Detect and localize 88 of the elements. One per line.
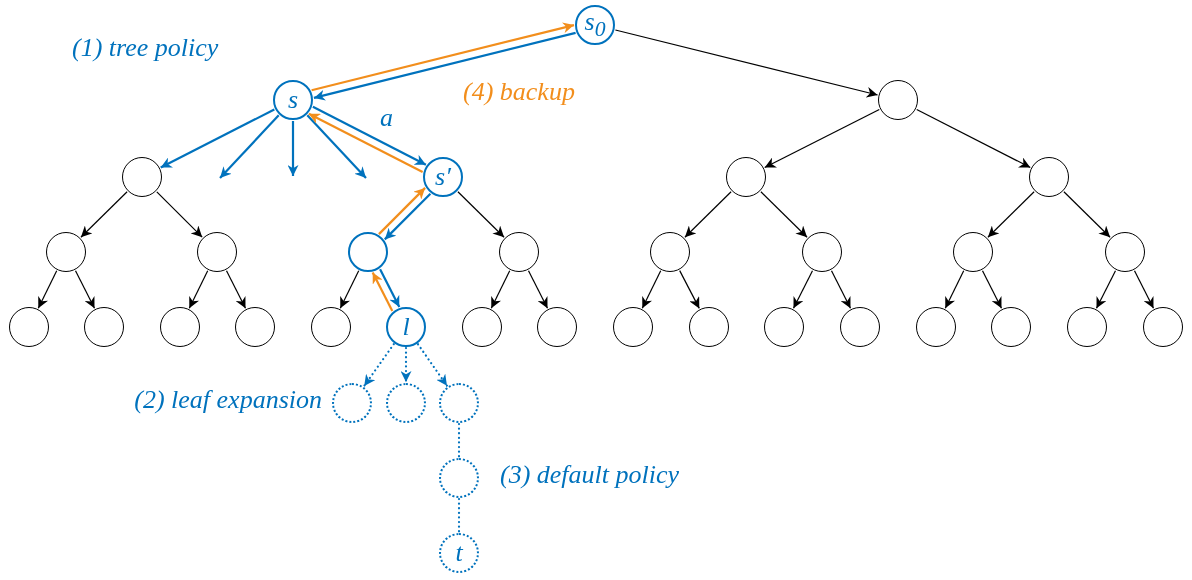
empty-state-circle [439, 458, 479, 498]
arrow [830, 270, 852, 309]
empty-state-circle [1143, 307, 1183, 347]
empty-state-circle [916, 307, 956, 347]
arrow [614, 29, 879, 98]
dotted-line [457, 422, 461, 459]
state-label: s′ [435, 164, 451, 190]
dotted-line [457, 497, 461, 534]
arrow [944, 270, 965, 309]
state-label: s$_{0}$ [584, 9, 606, 41]
arrow [312, 105, 427, 166]
arrow [792, 270, 814, 309]
arrow [156, 191, 203, 238]
state-circle [575, 5, 615, 45]
arrow [490, 270, 511, 309]
arrow [684, 191, 732, 238]
arrow [1063, 191, 1111, 238]
arrow [378, 187, 426, 235]
dotted-arrow [416, 343, 449, 387]
empty-state-circle [160, 307, 200, 347]
arrow [313, 31, 576, 101]
empty-state-circle [764, 307, 804, 347]
dotted-arrow [363, 343, 395, 387]
arrow [371, 271, 394, 312]
empty-state-circle [613, 307, 653, 347]
state-circle [439, 533, 479, 573]
empty-state-circle [689, 307, 729, 347]
empty-state-circle [197, 232, 237, 272]
state-circle [273, 80, 313, 120]
empty-state-circle [1067, 307, 1107, 347]
arrow [384, 193, 432, 241]
empty-state-circle [122, 157, 162, 197]
empty-state-circle [991, 307, 1031, 347]
step-annotation: (3) default policy [500, 461, 680, 490]
arrow [760, 191, 808, 238]
arrow [225, 270, 247, 309]
empty-state-circle [953, 232, 993, 272]
state-label: t [455, 540, 463, 566]
arrow [1133, 270, 1155, 309]
empty-state-circle [802, 232, 842, 272]
arrow [981, 270, 1003, 309]
arrow [1095, 270, 1117, 309]
arrow [160, 108, 275, 169]
empty-state-circle [9, 307, 49, 347]
state-circle [386, 307, 426, 347]
arrow [379, 268, 401, 308]
state-circle [423, 157, 463, 197]
arrow [308, 112, 424, 174]
empty-state-circle [499, 232, 539, 272]
arrow [219, 114, 280, 179]
arrow [287, 121, 299, 176]
arrow [679, 270, 700, 309]
empty-state-circle [311, 307, 351, 347]
arrow [916, 108, 1031, 169]
arrow [311, 22, 575, 92]
edge-label: a [380, 104, 393, 133]
step-annotation: (2) leaf expansion [134, 386, 322, 415]
empty-state-circle [462, 307, 502, 347]
state-label: l [402, 314, 410, 340]
arrow [306, 114, 367, 179]
empty-state-circle [439, 383, 479, 423]
empty-state-circle [84, 307, 124, 347]
empty-state-circle [878, 80, 918, 120]
arrow [37, 270, 58, 309]
empty-state-circle [1029, 157, 1069, 197]
arrow [764, 108, 880, 169]
step-annotation: (4) backup [463, 78, 575, 107]
empty-state-circle [386, 383, 426, 423]
empty-state-circle [46, 232, 86, 272]
arrow [339, 270, 360, 309]
arrow [457, 191, 505, 238]
arrow [188, 270, 209, 309]
arrow [80, 191, 128, 238]
empty-state-circle [726, 157, 766, 197]
arrow [987, 191, 1035, 238]
arrow [527, 270, 549, 309]
empty-state-circle [235, 307, 275, 347]
empty-state-circle [1105, 232, 1145, 272]
arrow [74, 270, 96, 309]
dotted-arrow [400, 346, 412, 384]
step-annotation: (1) tree policy [72, 34, 219, 63]
empty-state-circle [840, 307, 880, 347]
empty-state-circle [348, 232, 388, 272]
state-label: s [287, 87, 299, 113]
empty-state-circle [332, 383, 372, 423]
empty-state-circle [537, 307, 577, 347]
empty-state-circle [650, 232, 690, 272]
arrow [641, 270, 662, 309]
